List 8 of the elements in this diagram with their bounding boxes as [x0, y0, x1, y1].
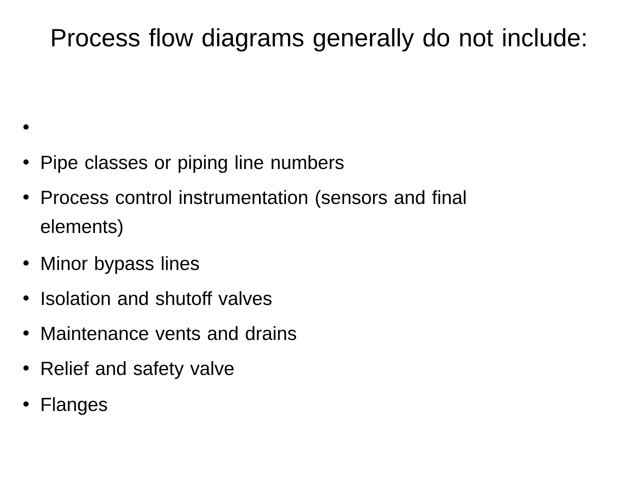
bullet-item: Maintenance vents and drains [23, 326, 296, 340]
bullet-item: Pipe classes or piping line numbers [23, 155, 344, 173]
bullet-item: Isolation and shutoff valves [23, 291, 272, 306]
bullet-item: Process control instrumentation (sensors and final elements) [23, 190, 466, 237]
bullet-item: Flanges [23, 397, 108, 415]
slide-title: Process flow diagrams generally do not include: [52, 28, 586, 52]
bullet-item: Minor bypass lines [23, 256, 199, 274]
bullet-item: Relief and safety valve [23, 361, 234, 379]
